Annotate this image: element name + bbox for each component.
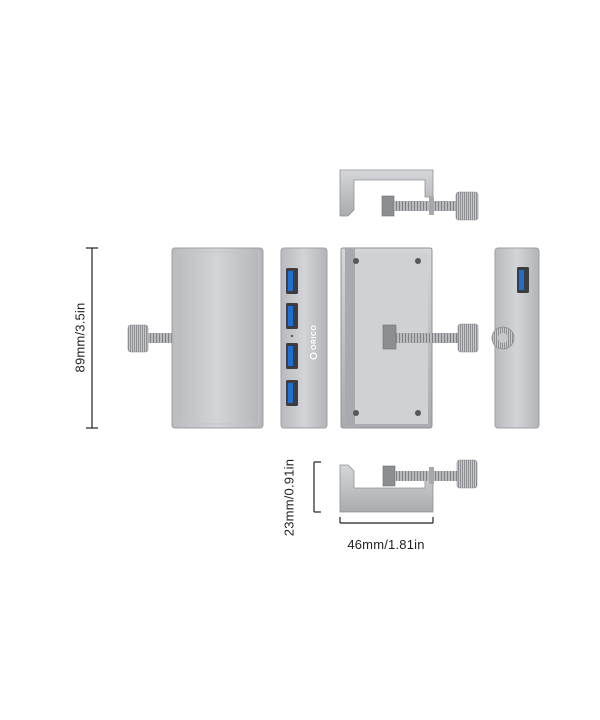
clamp-width-dimension-line xyxy=(339,517,434,524)
clamp-width-label: 46mm/1.81in xyxy=(347,537,425,552)
clamp-height-dimension-line xyxy=(313,461,321,513)
height-label: 89mm/3.5in xyxy=(72,302,88,373)
hub-back-view xyxy=(127,247,264,429)
svg-text:ORICO: ORICO xyxy=(311,325,318,351)
led-indicator xyxy=(290,334,294,338)
brand-logo: ORICO xyxy=(309,325,318,360)
hub-side-view xyxy=(491,247,540,429)
clamp-height-label: 23mm/0.91in xyxy=(281,458,297,537)
height-dimension-line xyxy=(86,247,98,429)
hub-front-view: ORICO xyxy=(280,247,328,429)
clamp-top-view xyxy=(339,169,479,221)
clamp-bottom-view xyxy=(339,459,478,513)
usb-port-4 xyxy=(286,380,298,406)
usb-port-2 xyxy=(286,303,298,329)
usb-port-1 xyxy=(286,268,298,294)
usb-port-3 xyxy=(286,343,298,369)
usb-port-side xyxy=(517,267,529,293)
hub-clamp-view xyxy=(340,247,479,429)
